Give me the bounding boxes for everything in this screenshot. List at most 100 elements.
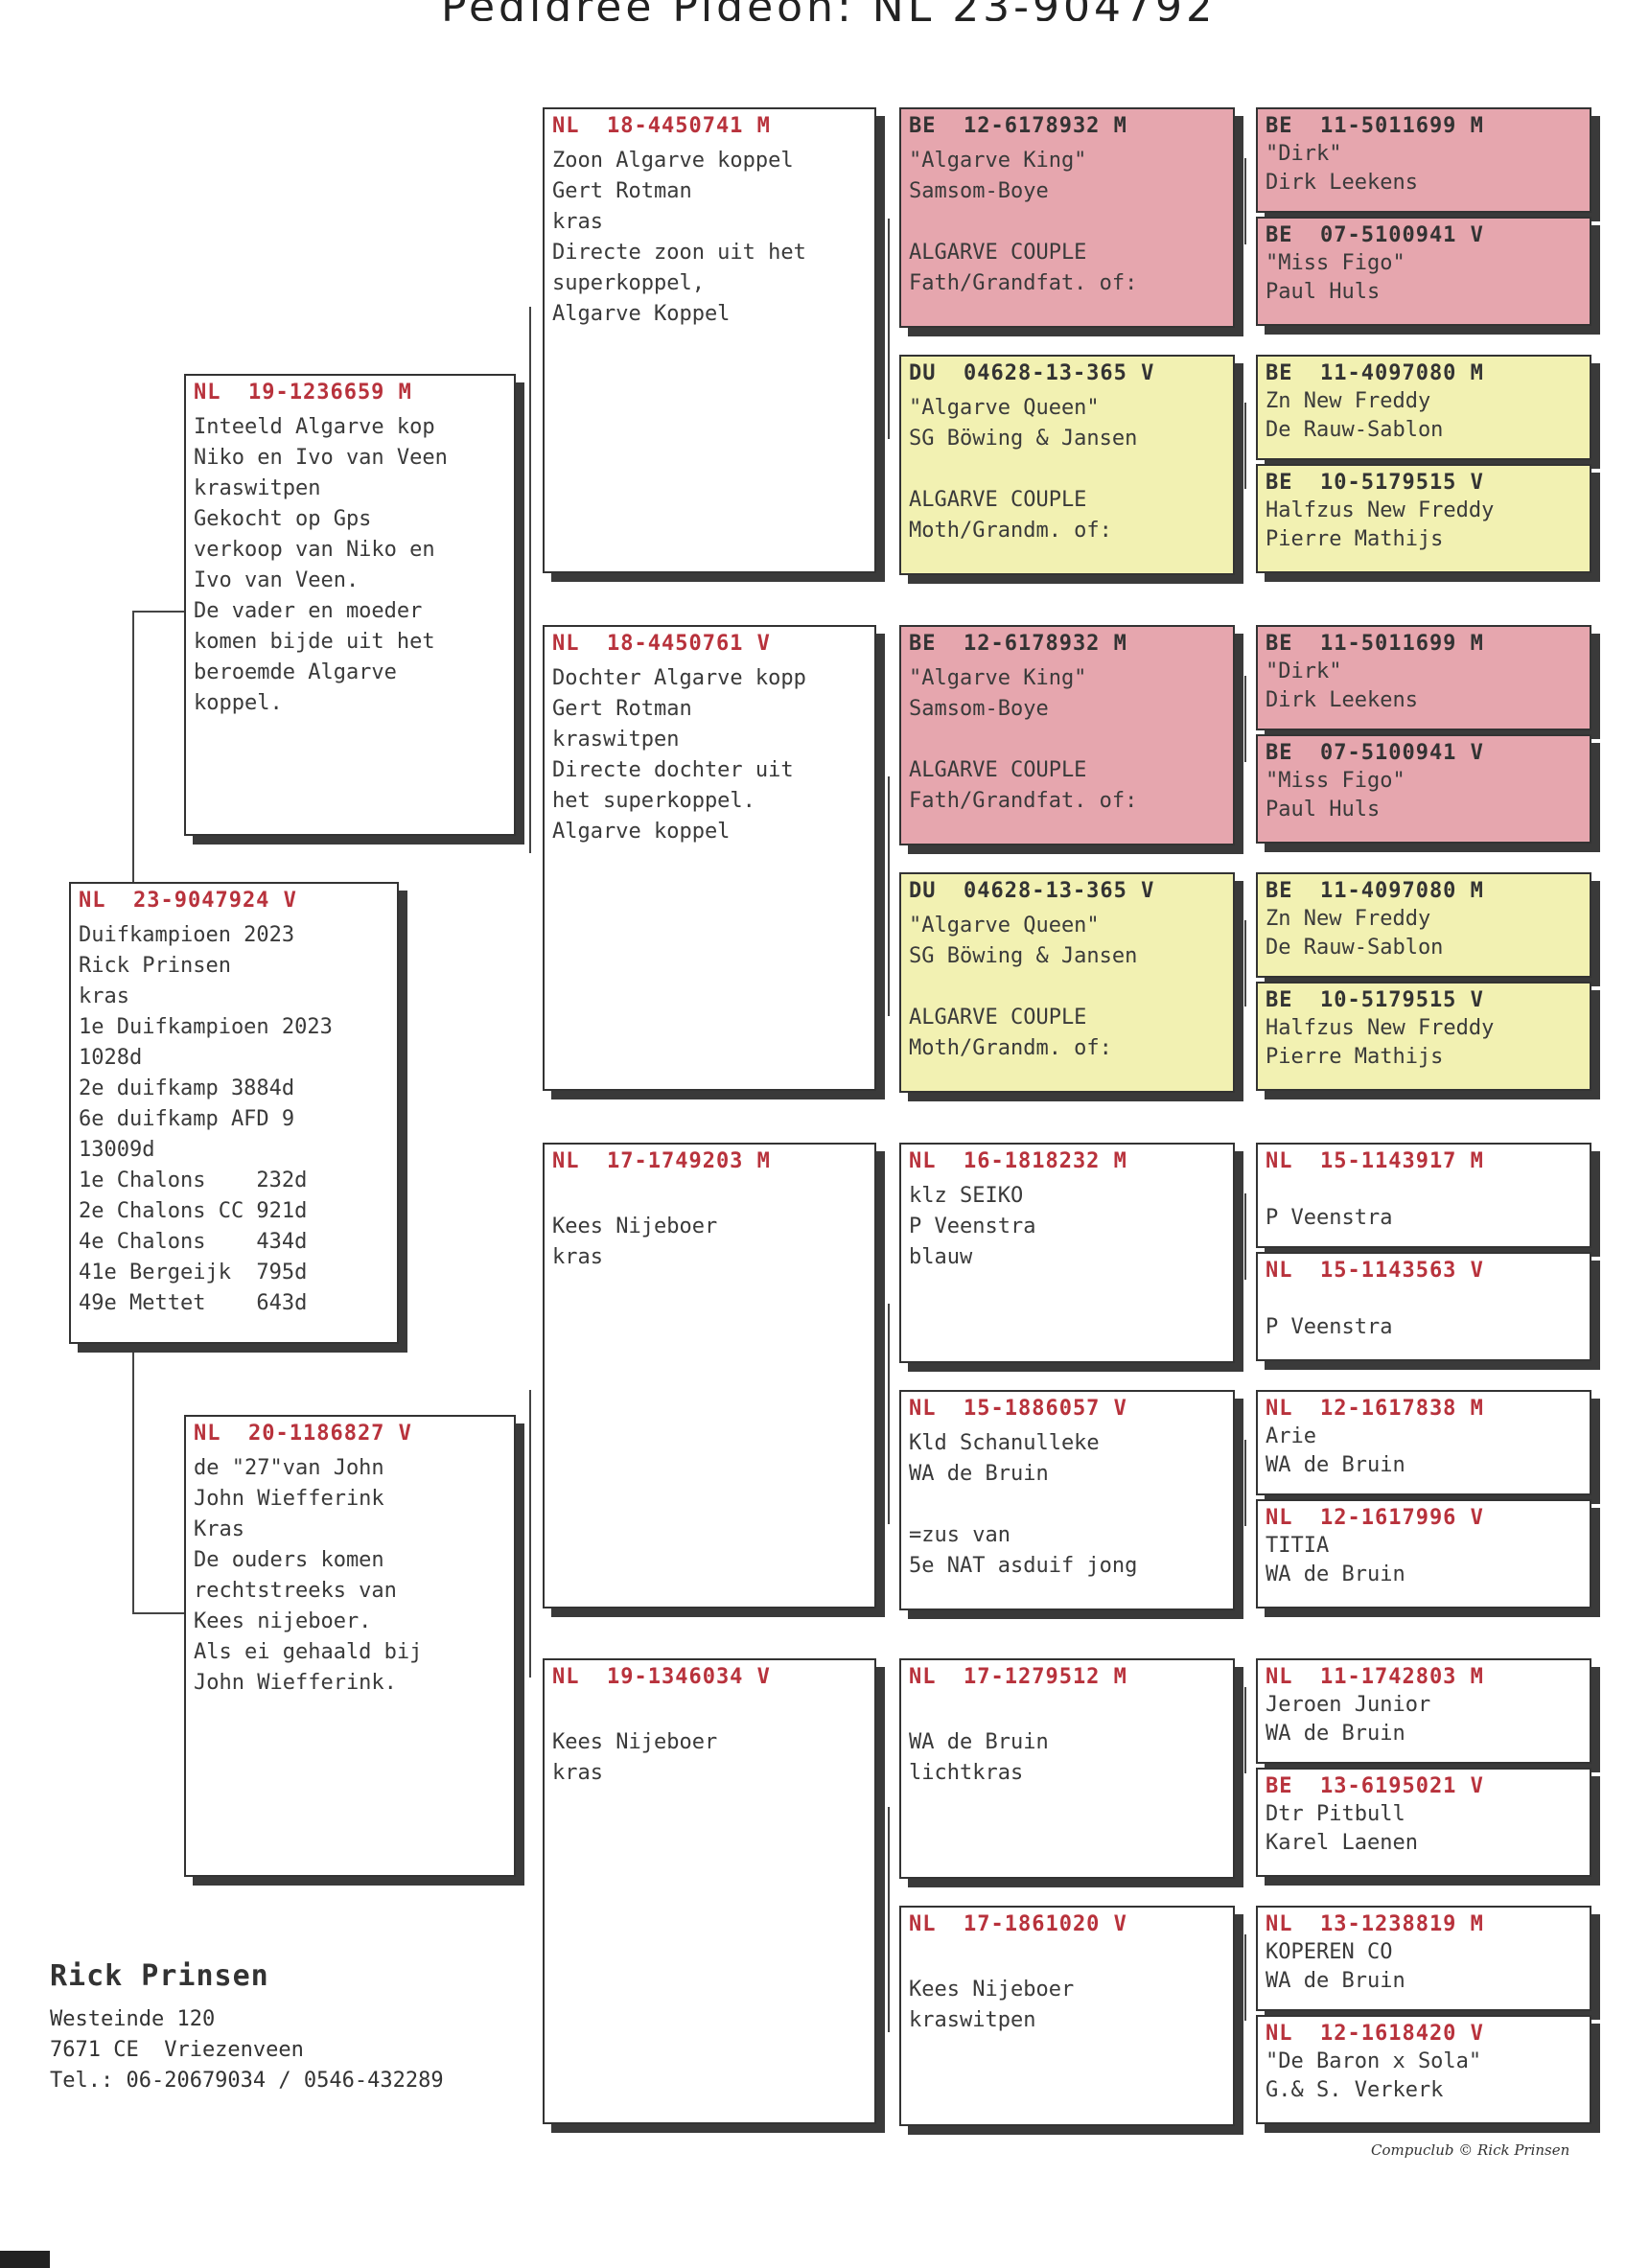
connector-line xyxy=(1244,1440,1246,1526)
connector-line xyxy=(1244,676,1246,762)
info-line: ALGARVE COUPLE xyxy=(909,488,1087,512)
info-line: Directe zoon uit het xyxy=(552,241,806,265)
connector-line xyxy=(1244,1934,1246,2021)
ring-number: BE 10-5179515 V xyxy=(1266,988,1484,1012)
pigeon-card-subject[interactable]: NL 23-9047924 V Duifkampioen 2023 Rick P… xyxy=(69,882,399,1344)
info-line: P Veenstra xyxy=(909,1215,1036,1238)
info-line: SG Böwing & Jansen xyxy=(909,944,1138,968)
pigeon-card-g8[interactable]: BE 10-5179515 V Halfzus New Freddy Pierr… xyxy=(1256,982,1591,1091)
connector-line xyxy=(888,1807,890,2032)
info-line: SG Böwing & Jansen xyxy=(909,427,1138,451)
info-line xyxy=(909,1944,1225,1975)
info-line: lichtkras xyxy=(909,1761,1024,1785)
pigeon-card-sds[interactable]: BE 12-6178932 M "Algarve King" Samsom-Bo… xyxy=(899,625,1235,845)
info-line: KOPEREN CO xyxy=(1266,1940,1393,1964)
info-line: John Wiefferink. xyxy=(194,1671,397,1695)
info-line: beroemde Algarve xyxy=(194,660,397,684)
info-line: Directe dochter uit xyxy=(552,758,794,782)
pigeon-card-g9[interactable]: NL 15-1143917 M P Veenstra xyxy=(1256,1143,1591,1248)
pigeon-card-g1[interactable]: BE 11-5011699 M "Dirk" Dirk Leekens xyxy=(1256,107,1591,213)
ring-number: BE 07-5100941 V xyxy=(1266,223,1484,247)
owner-address-block: Rick Prinsen Westeinde 120 7671 CE Vriez… xyxy=(50,1959,444,2096)
info-line: verkoop van Niko en xyxy=(194,538,435,562)
pigeon-card-dds[interactable]: NL 17-1279512 M WA de Bruin lichtkras xyxy=(899,1658,1235,1879)
info-line: Zn New Freddy xyxy=(1266,907,1431,931)
pigeon-card-dam-sire[interactable]: NL 17-1749203 M Kees Nijeboer kras xyxy=(543,1143,876,1608)
pigeon-card-g2[interactable]: BE 07-5100941 V "Miss Figo" Paul Huls xyxy=(1256,217,1591,326)
ring-number: NL 12-1617996 V xyxy=(1266,1506,1484,1530)
pigeon-card-dam[interactable]: NL 20-1186827 V de "27"van John John Wie… xyxy=(184,1415,516,1877)
owner-street: Westeinde 120 xyxy=(50,2007,216,2031)
info-line: 1028d xyxy=(79,1046,143,1070)
info-line: Kees nijeboer. xyxy=(194,1609,372,1633)
info-line: Dirk Leekens xyxy=(1266,171,1418,195)
pigeon-card-g4[interactable]: BE 10-5179515 V Halfzus New Freddy Pierr… xyxy=(1256,464,1591,573)
pigeon-card-g6[interactable]: BE 07-5100941 V "Miss Figo" Paul Huls xyxy=(1256,734,1591,844)
connector-line xyxy=(1244,920,1246,1007)
info-line: WA de Bruin xyxy=(909,1462,1049,1486)
ring-number: NL 18-4450741 M xyxy=(552,114,771,138)
info-line xyxy=(1266,1175,1582,1204)
info-line: Dtr Pitbull xyxy=(1266,1802,1405,1826)
info-line: Niko en Ivo van Veen xyxy=(194,446,448,470)
ring-number: NL 11-1742803 M xyxy=(1266,1665,1484,1689)
ring-number: BE 11-4097080 M xyxy=(1266,879,1484,903)
info-line: Kras xyxy=(194,1517,244,1541)
pigeon-card-g14[interactable]: BE 13-6195021 V Dtr Pitbull Karel Laenen xyxy=(1256,1768,1591,1877)
info-line: kras xyxy=(79,984,129,1008)
connector-line xyxy=(1244,1193,1246,1280)
pigeon-card-g13[interactable]: NL 11-1742803 M Jeroen Junior WA de Brui… xyxy=(1256,1658,1591,1764)
pigeon-card-sire-sire[interactable]: NL 18-4450741 M Zoon Algarve koppel Gert… xyxy=(543,107,876,573)
ring-number: NL 16-1818232 M xyxy=(909,1149,1127,1173)
info-line: Algarve koppel xyxy=(552,820,731,844)
info-line: 4e Chalons 434d xyxy=(79,1230,308,1254)
info-line: Paul Huls xyxy=(1266,280,1381,304)
info-line: "Algarve King" xyxy=(909,149,1087,173)
pigeon-card-ddd[interactable]: NL 17-1861020 V Kees Nijeboer kraswitpen xyxy=(899,1906,1235,2126)
connector-line xyxy=(132,1612,186,1614)
info-line: Gert Rotman xyxy=(552,697,692,721)
software-credit: Compuclub © Rick Prinsen xyxy=(1371,2141,1570,2159)
info-line: WA de Bruin xyxy=(1266,1562,1405,1586)
pigeon-card-g5[interactable]: BE 11-5011699 M "Dirk" Dirk Leekens xyxy=(1256,625,1591,730)
info-line: Jeroen Junior xyxy=(1266,1693,1431,1717)
pigeon-card-dss[interactable]: NL 16-1818232 M klz SEIKO P Veenstra bla… xyxy=(899,1143,1235,1363)
page-title: Pedigree Pigeon: NL 23-9047924 V xyxy=(441,0,1208,21)
info-line: blauw xyxy=(909,1245,973,1269)
info-line: "Algarve Queen" xyxy=(909,914,1100,937)
pigeon-card-dsd[interactable]: NL 15-1886057 V Kld Schanulleke WA de Br… xyxy=(899,1390,1235,1610)
pigeon-card-g11[interactable]: NL 12-1617838 M Arie WA de Bruin xyxy=(1256,1390,1591,1495)
connector-line xyxy=(529,307,531,853)
pigeon-card-g10[interactable]: NL 15-1143563 V P Veenstra xyxy=(1256,1252,1591,1361)
connector-line xyxy=(132,611,134,885)
pigeon-card-sire-dam[interactable]: NL 18-4450761 V Dochter Algarve kopp Ger… xyxy=(543,625,876,1091)
pigeon-card-sire[interactable]: NL 19-1236659 M Inteeld Algarve kop Niko… xyxy=(184,374,516,836)
owner-name: Rick Prinsen xyxy=(50,1959,269,1993)
info-line: Arie xyxy=(1266,1424,1316,1448)
pigeon-card-sdd[interactable]: DU 04628-13-365 V "Algarve Queen" SG Böw… xyxy=(899,872,1235,1093)
info-line: ALGARVE COUPLE xyxy=(909,1006,1087,1030)
ring-number: NL 15-1143917 M xyxy=(1266,1149,1484,1173)
pigeon-card-g3[interactable]: BE 11-4097080 M Zn New Freddy De Rauw-Sa… xyxy=(1256,355,1591,460)
pigeon-card-ssd[interactable]: DU 04628-13-365 V "Algarve Queen" SG Böw… xyxy=(899,355,1235,575)
pigeon-card-sss[interactable]: BE 12-6178932 M "Algarve King" Samsom-Bo… xyxy=(899,107,1235,328)
info-line: WA de Bruin xyxy=(1266,1722,1405,1746)
info-line: 6e duifkamp AFD 9 xyxy=(79,1107,295,1131)
info-line: Ivo van Veen. xyxy=(194,568,360,592)
pigeon-card-dam-dam[interactable]: NL 19-1346034 V Kees Nijeboer kras xyxy=(543,1658,876,2124)
connector-line xyxy=(888,219,890,439)
ring-number: BE 13-6195021 V xyxy=(1266,1774,1484,1798)
info-line xyxy=(909,207,1225,238)
info-line: "Algarve King" xyxy=(909,666,1087,690)
ring-number: NL 19-1236659 M xyxy=(194,381,412,405)
info-line: Karel Laenen xyxy=(1266,1831,1418,1855)
pigeon-card-g15[interactable]: NL 13-1238819 M KOPEREN CO WA de Bruin xyxy=(1256,1906,1591,2011)
pigeon-card-g16[interactable]: NL 12-1618420 V "De Baron x Sola" G.& S.… xyxy=(1256,2015,1591,2124)
pigeon-card-g12[interactable]: NL 12-1617996 V TITIA WA de Bruin xyxy=(1256,1499,1591,1608)
info-line: 49e Mettet 643d xyxy=(79,1291,308,1315)
info-line: Gekocht op Gps xyxy=(194,507,372,531)
pigeon-card-g7[interactable]: BE 11-4097080 M Zn New Freddy De Rauw-Sa… xyxy=(1256,872,1591,978)
info-line: Moth/Grandm. of: xyxy=(909,1036,1112,1060)
info-line: Kees Nijeboer xyxy=(552,1215,718,1238)
connector-line xyxy=(132,1345,134,1612)
